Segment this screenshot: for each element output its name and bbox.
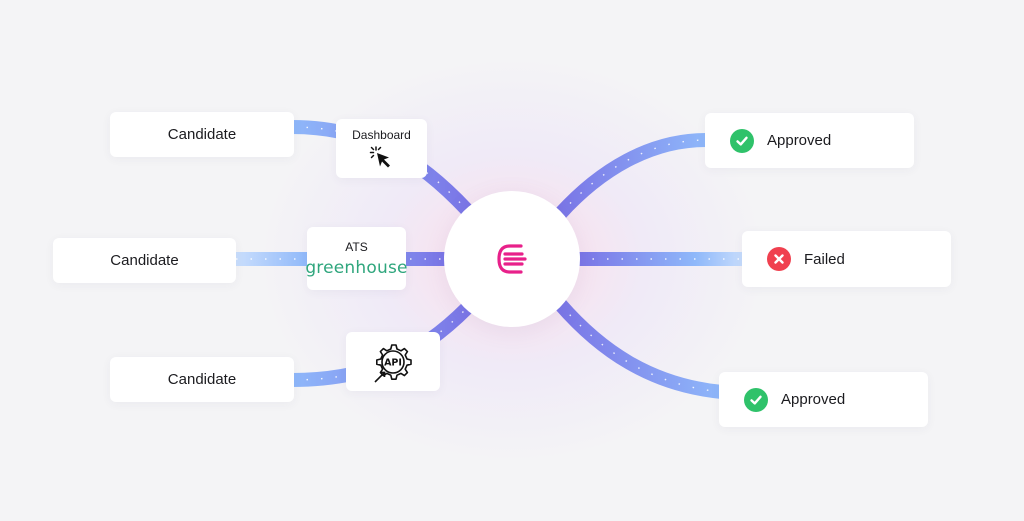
hub-circle <box>444 191 580 327</box>
x-circle-icon <box>767 247 791 271</box>
api-gear-icon: API <box>371 340 415 384</box>
candidate-card-2: Candidate <box>53 238 236 283</box>
api-card: API <box>346 332 440 391</box>
candidate-label: Candidate <box>167 126 237 143</box>
api-icon-text: API <box>384 357 402 368</box>
result-label: Approved <box>767 132 832 149</box>
result-label: Failed <box>804 250 845 268</box>
flow-line-bottom-right <box>554 299 723 399</box>
brand-logo-icon <box>495 242 529 276</box>
result-card-approved-2: Approved <box>719 372 928 427</box>
ats-label: ATS <box>345 239 368 254</box>
candidate-card-1: Candidate <box>110 112 294 157</box>
cursor-click-icon <box>369 145 395 169</box>
check-circle-icon <box>730 128 754 153</box>
result-card-failed: Failed <box>742 231 951 287</box>
result-label: Approved <box>781 391 846 408</box>
candidate-card-3: Candidate <box>110 357 294 402</box>
flow-line-top-right <box>554 133 707 219</box>
check-circle-icon <box>744 387 768 412</box>
candidate-label: Candidate <box>110 252 179 269</box>
dashboard-card: Dashboard <box>336 119 427 178</box>
dashboard-label: Dashboard <box>352 128 411 142</box>
greenhouse-logo: greenhouse <box>305 257 408 278</box>
result-card-approved-1: Approved <box>705 113 914 168</box>
ats-card: ATS greenhouse <box>305 227 408 290</box>
candidate-label: Candidate <box>167 371 237 388</box>
